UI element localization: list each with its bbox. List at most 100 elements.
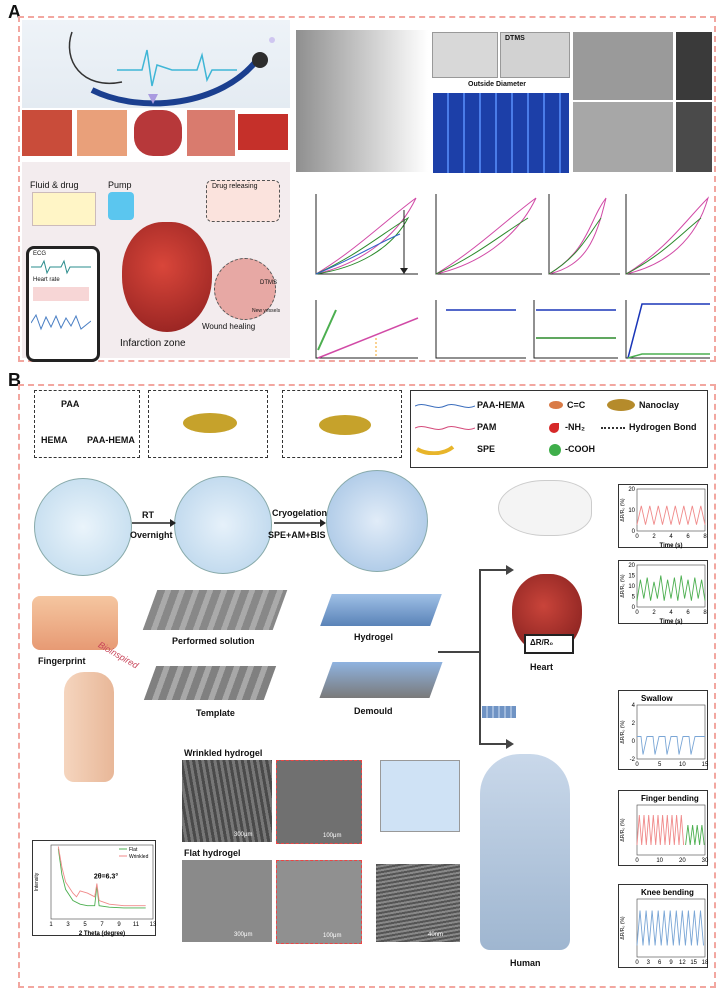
x-tick-label: 15 <box>702 762 709 768</box>
photo-tube-dtms: DTMS <box>500 32 570 78</box>
y-tick-label: 20 <box>628 563 635 569</box>
x-axis-label: Time (s) <box>660 619 683 625</box>
legend-entry: Wrinkled <box>129 854 149 860</box>
y-tick-label: 0 <box>632 605 636 611</box>
y-tick-label: 0 <box>632 739 636 745</box>
sem-wrinkled-2: 100μm <box>276 760 362 844</box>
dtms-label: DTMS <box>260 280 277 286</box>
plot-area <box>636 898 706 958</box>
legend-paa-hema: PAA-HEMA <box>477 400 525 410</box>
y-tick-label: 10 <box>628 508 635 514</box>
sensor-patch <box>482 706 516 718</box>
x-tick-label: 20 <box>679 858 686 864</box>
x-tick-label: 4 <box>669 610 673 616</box>
heart-application-scene: Fluid & drug Pump ECG Heart rate Drug re… <box>22 162 290 362</box>
y-tick-label: 4 <box>632 703 636 709</box>
legend-cooh: -COOH <box>565 444 595 454</box>
human-label: Human <box>510 958 541 968</box>
network-circle-3 <box>326 470 428 572</box>
x-tick-label: 0 <box>635 534 639 540</box>
y-axis-label: ΔR/R₀ (%) <box>620 498 626 522</box>
nh2-symbol-icon <box>549 423 559 433</box>
photo-dtms-label: DTMS <box>505 35 525 42</box>
scale-5: 40nm <box>428 932 444 938</box>
x-axis-label: Time (s) <box>660 543 683 549</box>
scale-2: 100μm <box>323 833 342 839</box>
x-tick-label: 6 <box>686 534 690 540</box>
x-tick-label: 9 <box>117 922 121 928</box>
y-tick-label: 2 <box>632 721 636 727</box>
chart-annotation: 2θ=6.3° <box>94 872 118 880</box>
x-tick-label: 0 <box>635 858 639 864</box>
y-axis-label: ΔR/R₀ (%) <box>620 574 626 598</box>
y-axis-label: ΔR/R₀ (%) <box>620 720 626 744</box>
series-line-1 <box>636 505 706 525</box>
x-tick-label: 15 <box>690 960 697 966</box>
sem-flat-2: 100μm <box>276 860 362 944</box>
demould-label: Demould <box>354 706 393 716</box>
pam-symbol-icon <box>415 426 475 430</box>
legend-nanoclay: Nanoclay <box>639 400 680 410</box>
x-tick-label: 6 <box>686 610 690 616</box>
human-body-illustration <box>480 754 570 950</box>
series-line-2 <box>685 824 705 846</box>
paa-hema-symbol-icon <box>415 404 475 408</box>
x-tick-label: 8 <box>703 610 707 616</box>
down-arrow-icon <box>148 94 158 104</box>
y-tick-label: -2 <box>630 757 636 763</box>
x-tick-label: 13 <box>150 922 157 928</box>
sem-image-large-1 <box>573 32 673 100</box>
scale-4: 100μm <box>323 933 342 939</box>
infarction-zone-label: Infarction zone <box>120 338 186 349</box>
drug-releasing-label: Drug releasing <box>212 183 258 190</box>
series-line-1 <box>636 910 704 946</box>
tem-image: 40nm <box>376 864 460 942</box>
x-tick-label: 2 <box>652 610 656 616</box>
series-line-1 <box>637 736 705 755</box>
pump-device <box>108 192 134 220</box>
finger-illustration <box>64 672 114 782</box>
photo-tube-plain <box>432 32 498 78</box>
fluid-drug-label: Fluid & drug <box>30 180 79 190</box>
x-tick-label: 8 <box>703 534 707 540</box>
series-line-1 <box>636 575 706 601</box>
new-vessels-label: New vessels <box>252 308 281 314</box>
panel-b-frame <box>18 384 716 988</box>
wrinkled-hydrogel-label: Wrinkled hydrogel <box>184 748 263 758</box>
x-tick-label: 18 <box>702 960 709 966</box>
chart-title: Knee bending <box>641 888 694 897</box>
hema-label: HEMA <box>41 435 68 445</box>
outside-diameter-label: Outside Diameter <box>468 81 526 88</box>
x-tick-label: 2 <box>652 534 656 540</box>
branch-arrows-icon <box>438 565 514 749</box>
fingerprint-skin <box>32 596 118 650</box>
x-tick-label: 7 <box>100 922 104 928</box>
y-axis-label: ΔR/R₀ (%) <box>620 916 626 940</box>
demould-sheet <box>319 662 443 698</box>
plot-area <box>50 844 154 920</box>
y-tick-label: 5 <box>632 595 636 601</box>
pump-label: Pump <box>108 180 132 190</box>
x-tick-label: 3 <box>66 922 70 928</box>
network-circle-2 <box>174 476 272 574</box>
legend-box: PAA-HEMA C=C Nanoclay PAM -NH₂ Hydrogen … <box>410 390 708 468</box>
plot-area <box>636 704 706 760</box>
y-tick-label: 10 <box>628 584 635 590</box>
x-tick-label: 4 <box>669 534 673 540</box>
heart-illustration <box>122 222 212 332</box>
x-tick-label: 12 <box>679 960 686 966</box>
phone-monitor: ECG Heart rate <box>26 246 100 362</box>
drug-release-inset <box>206 180 280 222</box>
panel-b-letter: B <box>8 370 21 390</box>
suture-illustration <box>22 20 290 108</box>
legend-hbond: Hydrogen Bond <box>629 422 697 432</box>
molecule-inset-1: PAA HEMA PAA-HEMA <box>34 390 140 458</box>
y-tick-label: 20 <box>628 487 635 493</box>
